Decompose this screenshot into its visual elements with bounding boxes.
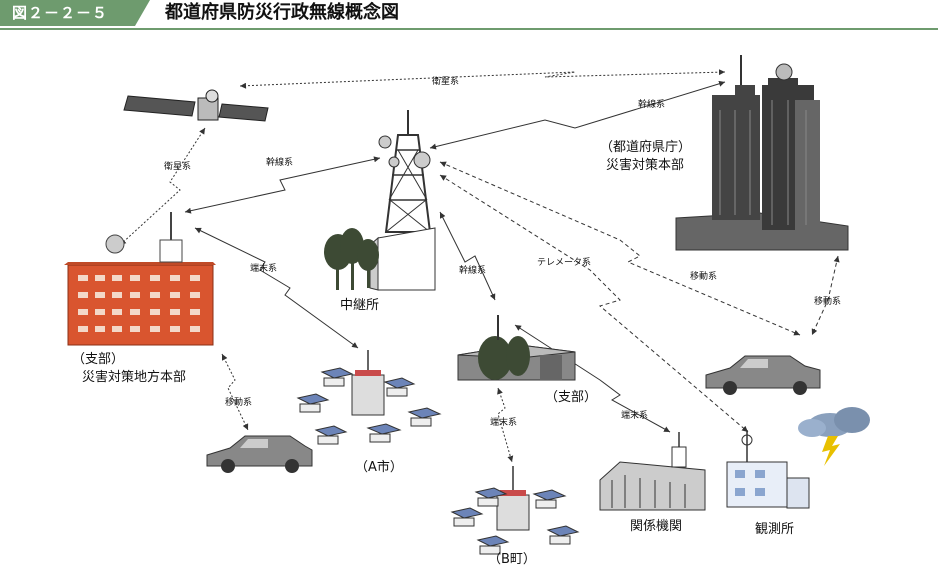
- node-prefecture-line2: 災害対策本部: [606, 158, 685, 173]
- label-telemeter: テレメータ系: [537, 258, 592, 268]
- link-trunk-prefecture-relay: [429, 80, 726, 150]
- label-mobile-right2: 移動系: [814, 297, 842, 307]
- label-mobile-left: 移動系: [225, 398, 253, 408]
- observatory-building-icon: [726, 430, 810, 509]
- node-observatory: 観測所: [755, 522, 795, 537]
- city-a-icon: [296, 350, 442, 445]
- car-left-icon: [206, 435, 313, 473]
- node-branch-line1: （支部）: [72, 352, 125, 367]
- node-related-org: 関係機関: [630, 519, 683, 534]
- branch2-building-icon: [457, 315, 576, 381]
- node-branch-line2: 災害対策地方本部: [82, 370, 187, 385]
- link-terminal-branch2-townB: [497, 387, 514, 463]
- figure-title: 都道府県防災行政無線概念図: [165, 2, 399, 23]
- label-mobile-right: 移動系: [690, 272, 718, 282]
- branch-building-icon: [64, 212, 216, 346]
- label-trunk-center: 幹線系: [459, 266, 487, 276]
- link-terminal-branch-cityA: [194, 227, 359, 349]
- label-terminal-right: 端末系: [621, 411, 649, 421]
- label-satellite-top: 衛星系: [432, 77, 460, 87]
- link-satellite-branch: [119, 127, 206, 246]
- node-town-b: （B町）: [488, 552, 536, 567]
- link-mobile-branch-car: [221, 353, 249, 431]
- prefecture-building-icon: [675, 55, 849, 251]
- figure-header: 図２－２－５ 都道府県防災行政無線概念図: [0, 0, 938, 34]
- header-rule: [0, 28, 938, 30]
- label-satellite-left: 衛星系: [164, 162, 192, 172]
- link-satellite-prefecture: [239, 69, 726, 89]
- label-terminal-center: 端末系: [490, 418, 518, 428]
- satellite-icon: [123, 89, 269, 122]
- node-relay: 中継所: [340, 298, 380, 313]
- car-right-icon: [705, 355, 821, 395]
- label-trunk-right: 幹線系: [638, 100, 666, 110]
- link-mobile-relay-car: [439, 161, 801, 336]
- relay-tower-icon: [369, 110, 436, 291]
- node-city-a: （A市）: [355, 460, 403, 475]
- link-mobile-prefecture-car: [811, 255, 840, 336]
- label-trunk-left: 幹線系: [266, 158, 294, 168]
- trees-icon: [324, 228, 379, 290]
- node-prefecture-line1: （都道府県庁）: [600, 140, 692, 155]
- figure-number: 図２－２－５: [0, 0, 150, 26]
- town-b-icon: [450, 466, 580, 555]
- link-trunk-relay-branch2: [439, 211, 496, 301]
- related-org-building-icon: [599, 432, 706, 511]
- link-trunk-relay-branch: [184, 156, 381, 214]
- network-diagram: [64, 55, 870, 555]
- node-branch2: （支部）: [545, 390, 598, 405]
- label-terminal-left: 端末系: [250, 264, 278, 274]
- storm-cloud-icon: [798, 407, 870, 466]
